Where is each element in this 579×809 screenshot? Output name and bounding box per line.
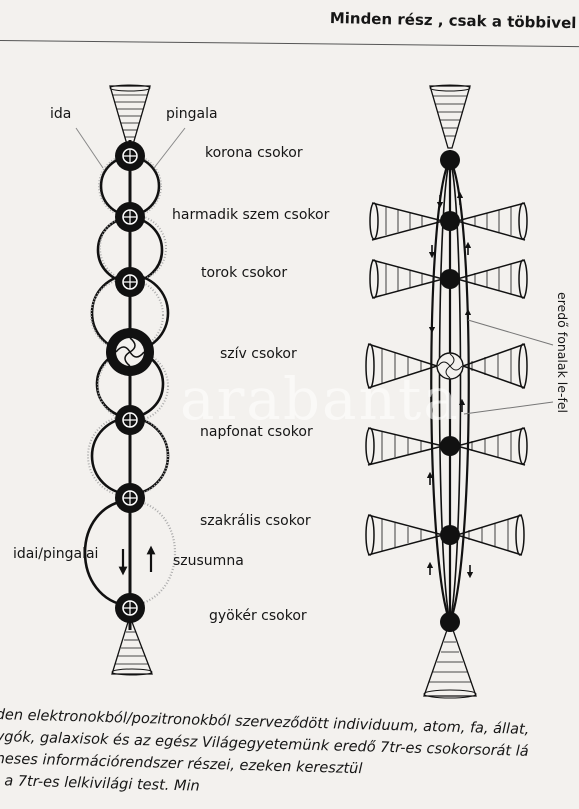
right-node-sziv (436, 352, 464, 380)
label-torok-csokor: torok csokor (201, 265, 288, 281)
top-cone-left (109, 84, 151, 149)
bottom-cone-right (423, 629, 477, 699)
right-node-harmadik-szem (440, 211, 460, 231)
right-chakra-diagram (365, 84, 554, 699)
right-node-korona (440, 150, 460, 170)
label-idai-pingalai: idai/pingalai (13, 546, 99, 562)
thread-pointer-upper (467, 319, 554, 346)
pingala-pointer (153, 127, 186, 169)
chakra-node-szakralis (115, 483, 145, 513)
label-napfonat-csokor: napfonat csokor (200, 424, 313, 440)
right-node-gyoker (440, 612, 460, 632)
label-harmadik-szem-csokor: harmadik szem csokor (172, 207, 330, 223)
label-eredo-fonalak: eredő fonalak le-fel (555, 292, 570, 414)
chakra-node-gyoker (115, 593, 145, 623)
bottom-cone-left (111, 621, 153, 676)
chakra-node-napfonat (115, 405, 145, 435)
chakra-node-harmadik-szem (115, 202, 145, 232)
thread-pointer-lower (463, 401, 554, 415)
label-szakralis-csokor: szakrális csokor (200, 513, 311, 529)
body-text: den elektronokból/pozitronokból szervező… (0, 704, 579, 795)
label-sziv-csokor: szív csokor (220, 346, 297, 362)
chakra-node-torok (115, 267, 145, 297)
label-korona-csokor: korona csokor (205, 145, 303, 161)
label-pingala: pingala (166, 106, 218, 122)
label-ida: ida (50, 106, 72, 122)
left-chakra-diagram (75, 84, 186, 676)
top-cone-right (429, 84, 471, 149)
label-gyoker-csokor: gyökér csokor (209, 608, 307, 624)
ida-pointer (75, 127, 104, 169)
eredo-threads (430, 150, 470, 630)
chakra-node-korona (115, 141, 145, 171)
label-szusumna: szusumna (173, 553, 244, 569)
right-node-torok (440, 269, 460, 289)
chakra-node-sziv (106, 328, 154, 376)
right-node-szakralis (440, 525, 460, 545)
right-node-napfonat (440, 436, 460, 456)
cone-pair-5 (365, 514, 525, 556)
